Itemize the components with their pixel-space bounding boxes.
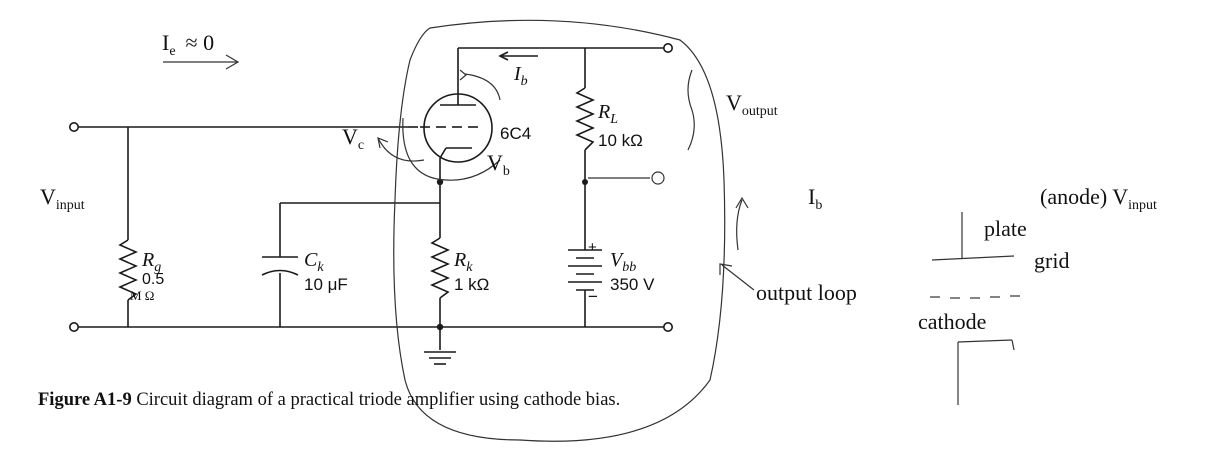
vbb-value: 350 V xyxy=(610,275,655,294)
anode-label: (anode) Vinput xyxy=(1040,184,1157,213)
ib-right-label: Ib xyxy=(808,184,822,213)
vb-label: Vb xyxy=(487,150,510,179)
vbb-minus: − xyxy=(588,287,598,306)
voutput-label: Voutput xyxy=(726,90,778,119)
vinput-label: Vinput xyxy=(40,184,85,213)
input-terminal-bottom xyxy=(69,321,80,332)
rl-label: RL xyxy=(597,101,618,127)
cathode-label: cathode xyxy=(918,309,986,334)
hand-annotations xyxy=(163,19,1020,442)
vbb-label: Vbb xyxy=(610,249,636,275)
ib-arrow xyxy=(498,51,538,61)
output-terminal-top xyxy=(662,42,673,53)
ground-node xyxy=(436,323,444,331)
rg-unit: M Ω xyxy=(130,288,154,303)
triode-tube xyxy=(420,93,493,163)
output-loop-label: output loop xyxy=(756,280,857,305)
input-terminal-top xyxy=(69,122,80,133)
cathode-node xyxy=(436,178,444,186)
output-terminal-bottom xyxy=(662,321,673,332)
rk-label: Rk xyxy=(453,249,473,275)
rg-resistor xyxy=(118,239,138,301)
rg-value: 0.5 xyxy=(142,271,164,288)
output-loop-curve xyxy=(393,19,726,442)
grid-label: grid xyxy=(1034,248,1069,273)
plate-label: plate xyxy=(984,216,1027,241)
wiring xyxy=(76,47,666,365)
ck-label: Ck xyxy=(304,249,324,275)
vbb-plus: + xyxy=(588,239,597,256)
ck-capacitor xyxy=(261,256,299,276)
vc-label: Vc xyxy=(342,124,364,153)
vbb-battery xyxy=(568,249,602,291)
rg-label: Rg xyxy=(141,249,161,275)
rl-resistor xyxy=(575,87,595,151)
figure-caption: Figure A1-9 Circuit diagram of a practic… xyxy=(38,390,620,410)
rk-value: 1 kΩ xyxy=(454,275,489,294)
rl-node xyxy=(582,179,588,185)
rl-value: 10 kΩ xyxy=(598,131,643,150)
rk-resistor xyxy=(430,237,450,299)
ck-value: 10 μF xyxy=(304,275,348,294)
ie-label: Ie≈ 0 xyxy=(162,30,214,59)
ib-circuit-label: Ib xyxy=(513,63,528,89)
tube-type-label: 6C4 xyxy=(500,124,531,143)
